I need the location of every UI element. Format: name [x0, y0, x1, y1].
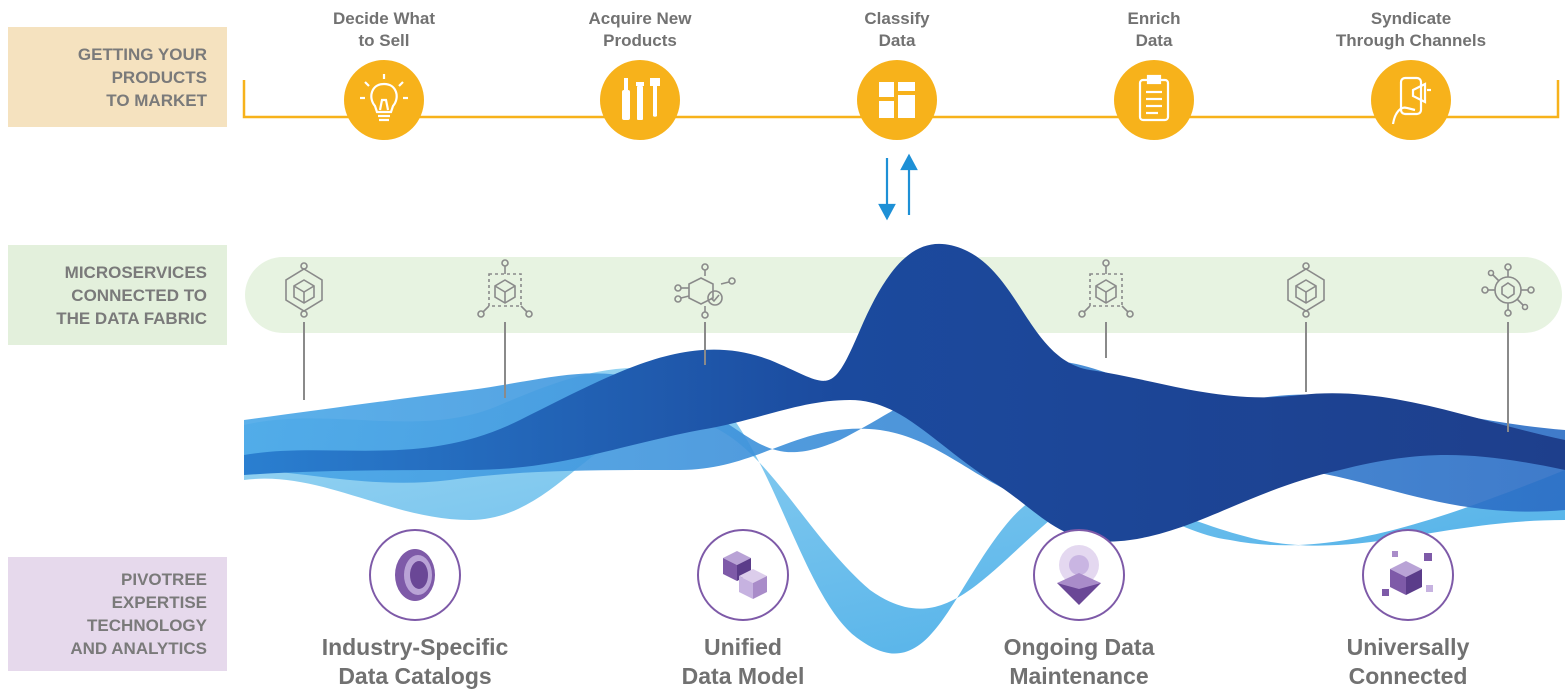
grid-icon	[879, 82, 915, 118]
microservice-node-2	[477, 259, 533, 318]
step-label-3: Classify Data	[864, 9, 930, 50]
lightbulb-icon	[360, 74, 408, 122]
step-circle-3	[857, 60, 937, 140]
band-expertise-label: PIVOTREE EXPERTISE TECHNOLOGY AND ANALYT…	[70, 570, 207, 658]
capability-label-1: Industry-Specific Data Catalogs	[321, 634, 509, 689]
band-microservices-label: MICROSERVICES CONNECTED TO THE DATA FABR…	[56, 262, 207, 328]
capability-circle-3	[1033, 529, 1125, 621]
step-label-4: Enrich Data	[1127, 9, 1181, 50]
clipboard-icon	[1138, 74, 1170, 122]
disc-icon	[395, 549, 435, 601]
step-label-1: Decide What to Sell	[332, 9, 436, 50]
capability-circle-2	[697, 529, 789, 621]
microservice-connectors	[303, 322, 1509, 432]
microservice-node-1	[285, 262, 323, 318]
microservice-node-6	[1481, 263, 1535, 317]
step-label-2: Acquire New Products	[588, 9, 692, 50]
step-circle-5	[1371, 60, 1451, 140]
band-market-label: GETTING YOUR PRODUCTS TO MARKET	[77, 44, 207, 110]
capability-circle-1	[369, 529, 461, 621]
capability-label-3: Ongoing Data Maintenance	[1003, 634, 1155, 689]
band-expertise: PIVOTREE EXPERTISE TECHNOLOGY AND ANALYT…	[8, 557, 227, 671]
sync-arrows-icon	[878, 153, 918, 221]
data-fabric-wave	[244, 243, 1565, 654]
step-circle-4	[1114, 60, 1194, 140]
band-microservices: MICROSERVICES CONNECTED TO THE DATA FABR…	[8, 245, 227, 345]
microservice-node-3	[674, 263, 736, 319]
cube-cluster-icon	[1382, 551, 1433, 596]
tools-icon	[622, 78, 660, 120]
capability-label-2: Unified Data Model	[681, 634, 805, 689]
cubes-icon	[723, 551, 767, 599]
step-circle-2	[600, 60, 680, 140]
microservice-node-5	[1287, 262, 1325, 318]
step-circle-1	[344, 60, 424, 140]
capability-label-4: Universally Connected	[1346, 634, 1470, 689]
step-label-5: Syndicate Through Channels	[1335, 9, 1487, 50]
band-market: GETTING YOUR PRODUCTS TO MARKET	[8, 27, 227, 127]
capability-circle-4	[1362, 529, 1454, 621]
microservice-node-4	[1078, 259, 1134, 318]
phone-megaphone-icon	[1391, 76, 1431, 125]
beacon-icon	[1057, 545, 1101, 605]
